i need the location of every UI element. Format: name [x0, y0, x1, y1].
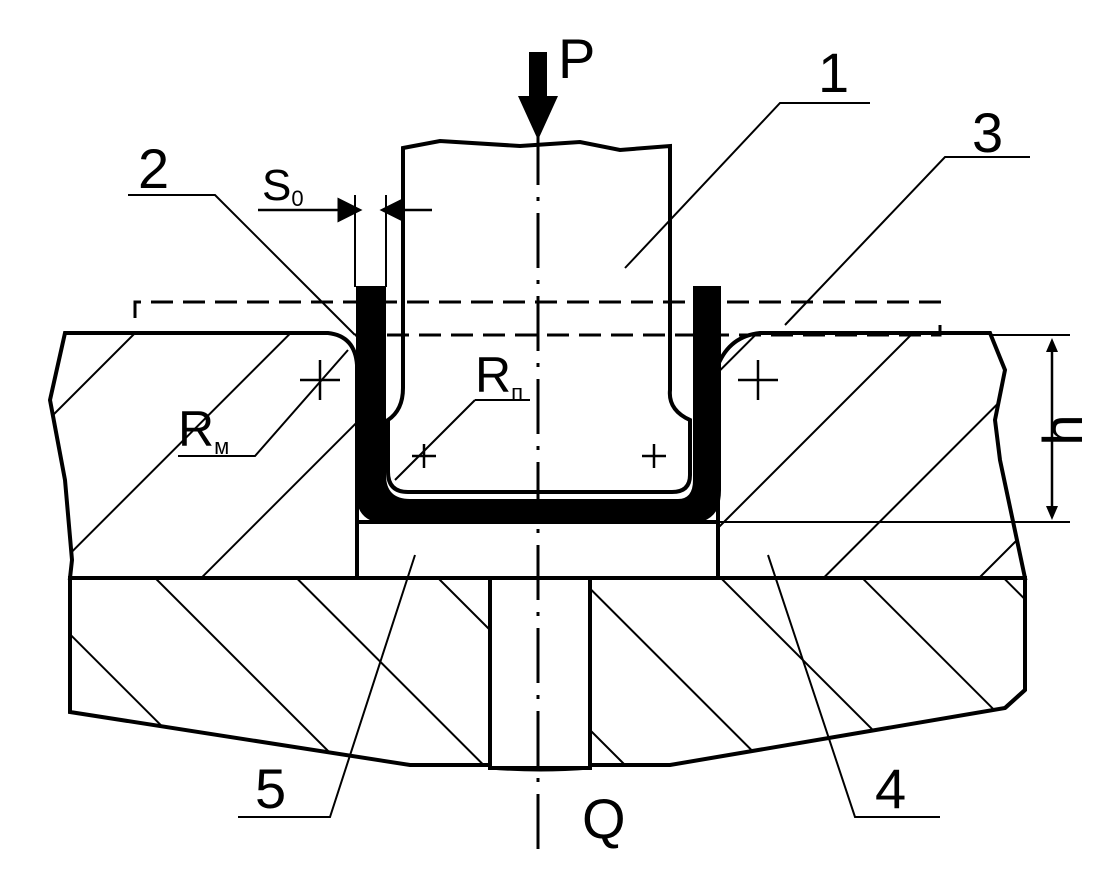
label-radius-punch-sub: п — [511, 380, 523, 405]
leader-lines — [128, 102, 1030, 818]
label-part-3: 3 — [972, 101, 1003, 164]
label-part-5: 5 — [255, 757, 286, 820]
label-radius-punch: Rп — [475, 347, 523, 405]
sheet-blank — [356, 286, 721, 523]
label-part-4: 4 — [875, 757, 906, 820]
label-force-q: Q — [582, 787, 626, 850]
thickness-dimension — [258, 195, 432, 287]
label-radius-punch-main: R — [475, 347, 511, 403]
radius-center-marks — [300, 360, 778, 468]
force-arrow-p — [518, 52, 558, 140]
label-thickness: S0 — [262, 161, 304, 211]
label-radius-die-main: R — [178, 401, 214, 457]
label-part-2: 2 — [138, 137, 169, 200]
depth-dimension — [720, 334, 1070, 523]
label-part-1: 1 — [818, 41, 849, 104]
label-depth-h: h — [1031, 414, 1094, 445]
label-force-p: P — [558, 27, 595, 90]
label-thickness-main: S — [262, 161, 291, 210]
label-radius-die: Rм — [178, 401, 229, 459]
label-radius-die-sub: м — [214, 434, 229, 459]
label-thickness-sub: 0 — [291, 186, 303, 211]
die-right — [716, 331, 1028, 580]
ejector-rod — [488, 576, 592, 772]
initial-blank-position — [133, 300, 945, 337]
